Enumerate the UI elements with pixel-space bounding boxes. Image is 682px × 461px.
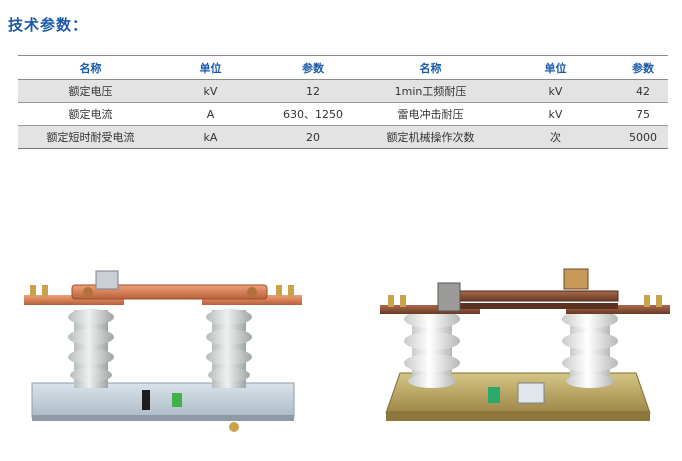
- table-cell: 20: [258, 125, 368, 149]
- heading-divider: [18, 55, 668, 56]
- table-cell: kV: [493, 102, 618, 126]
- disconnect-switch-photo-right: [378, 255, 672, 455]
- table-row: 额定短时耐受电流 kA 20 额定机械操作次数 次 5000: [18, 125, 668, 149]
- table-header-row: 名称 单位 参数 名称 单位 参数: [18, 57, 668, 80]
- table-cell: 630、1250: [258, 102, 368, 126]
- table-cell: kV: [163, 79, 258, 103]
- col-header-name: 名称: [18, 57, 163, 80]
- spec-table: 名称 单位 参数 名称 单位 参数 额定电压 kV 12 1min工频耐压 kV…: [18, 57, 668, 149]
- table-cell: 次: [493, 125, 618, 149]
- table-cell: 12: [258, 79, 368, 103]
- table-cell: kV: [493, 79, 618, 103]
- table-cell: 5000: [618, 125, 668, 149]
- table-cell: 75: [618, 102, 668, 126]
- table-cell: kA: [163, 125, 258, 149]
- col-header-unit: 单位: [163, 57, 258, 80]
- table-cell: 额定电流: [18, 102, 163, 126]
- table-cell: 额定电压: [18, 79, 163, 103]
- section-heading: 技术参数：: [8, 16, 89, 34]
- table-row: 额定电压 kV 12 1min工频耐压 kV 42: [18, 79, 668, 103]
- table-cell: A: [163, 102, 258, 126]
- table-cell: 额定短时耐受电流: [18, 125, 163, 149]
- table-cell: 1min工频耐压: [368, 79, 493, 103]
- table-cell: 42: [618, 79, 668, 103]
- col-header-unit: 单位: [493, 57, 618, 80]
- table-cell: 额定机械操作次数: [368, 125, 493, 149]
- table-cell: 雷电冲击耐压: [368, 102, 493, 126]
- col-header-value: 参数: [618, 57, 668, 80]
- col-header-value: 参数: [258, 57, 368, 80]
- disconnect-switch-photo-left: [22, 255, 312, 455]
- table-row: 额定电流 A 630、1250 雷电冲击耐压 kV 75: [18, 102, 668, 126]
- col-header-name: 名称: [368, 57, 493, 80]
